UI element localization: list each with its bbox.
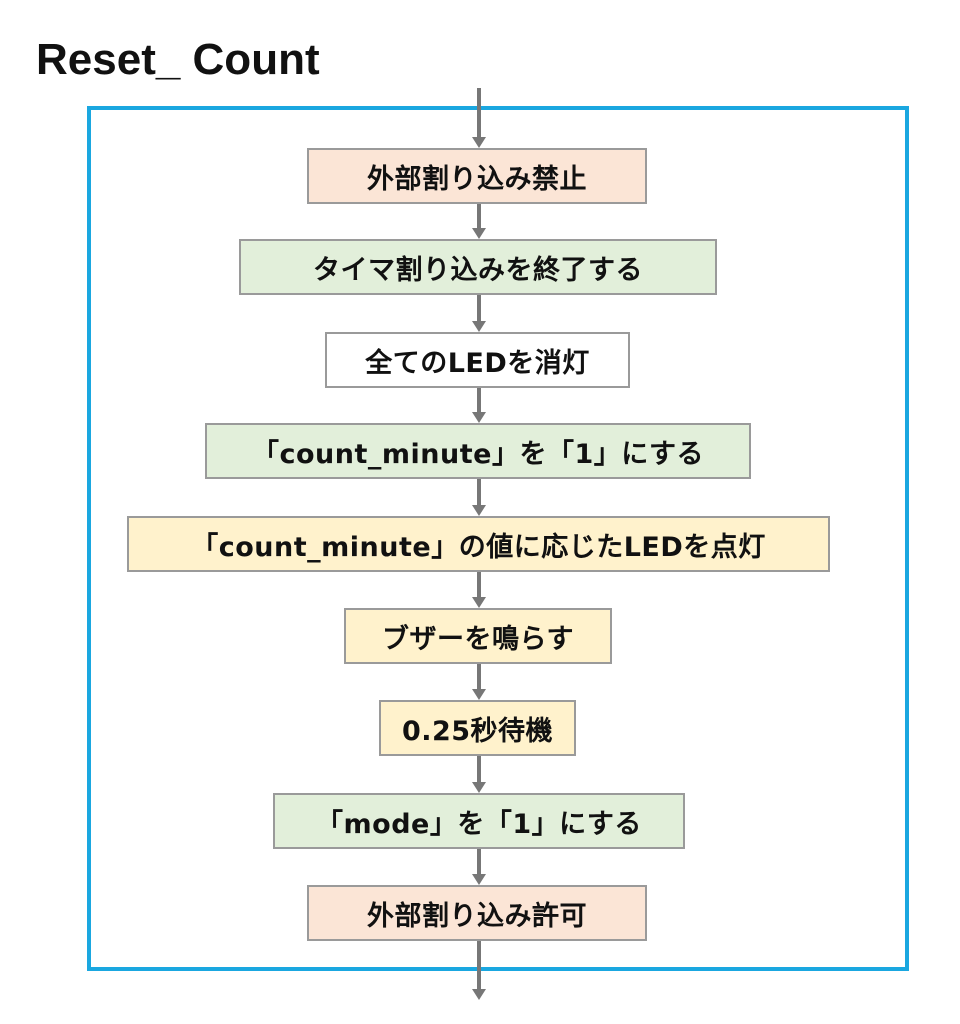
arrow-head-icon <box>472 597 486 608</box>
arrow-head-icon <box>472 689 486 700</box>
arrow-head-icon <box>472 989 486 1000</box>
arrow-head-icon <box>472 321 486 332</box>
step-label: 「count_minute」を「1」にする <box>251 438 704 470</box>
diagram-title: Reset_ Count <box>36 35 320 84</box>
step-set-count-minute: 「count_minute」を「1」にする <box>205 423 751 479</box>
arrow-head-icon <box>472 137 486 148</box>
step-enable-interrupt: 外部割り込み許可 <box>307 885 647 941</box>
step-label: 「count_minute」の値に応じたLEDを点灯 <box>191 531 766 563</box>
step-label: 全てのLEDを消灯 <box>365 347 590 379</box>
step-sound-buzzer: ブザーを鳴らす <box>344 608 612 664</box>
arrow-head-icon <box>472 782 486 793</box>
step-wait: 0.25秒待機 <box>379 700 576 756</box>
step-label: 外部割り込み禁止 <box>367 163 587 195</box>
step-label: 外部割り込み許可 <box>367 900 587 932</box>
step-label: 0.25秒待機 <box>401 715 554 747</box>
step-label: タイマ割り込みを終了する <box>313 254 643 286</box>
function-frame <box>87 106 909 971</box>
step-light-led-by-count: 「count_minute」の値に応じたLEDを点灯 <box>127 516 830 572</box>
arrow-head-icon <box>472 412 486 423</box>
arrow-head-icon <box>472 874 486 885</box>
step-label: 「mode」を「1」にする <box>316 808 642 840</box>
arrow-head-icon <box>472 228 486 239</box>
step-stop-timer-interrupt: タイマ割り込みを終了する <box>239 239 717 295</box>
step-disable-interrupt: 外部割り込み禁止 <box>307 148 647 204</box>
step-label: ブザーを鳴らす <box>382 623 574 655</box>
step-all-led-off: 全てのLEDを消灯 <box>325 332 630 388</box>
arrow-head-icon <box>472 505 486 516</box>
step-set-mode: 「mode」を「1」にする <box>273 793 685 849</box>
